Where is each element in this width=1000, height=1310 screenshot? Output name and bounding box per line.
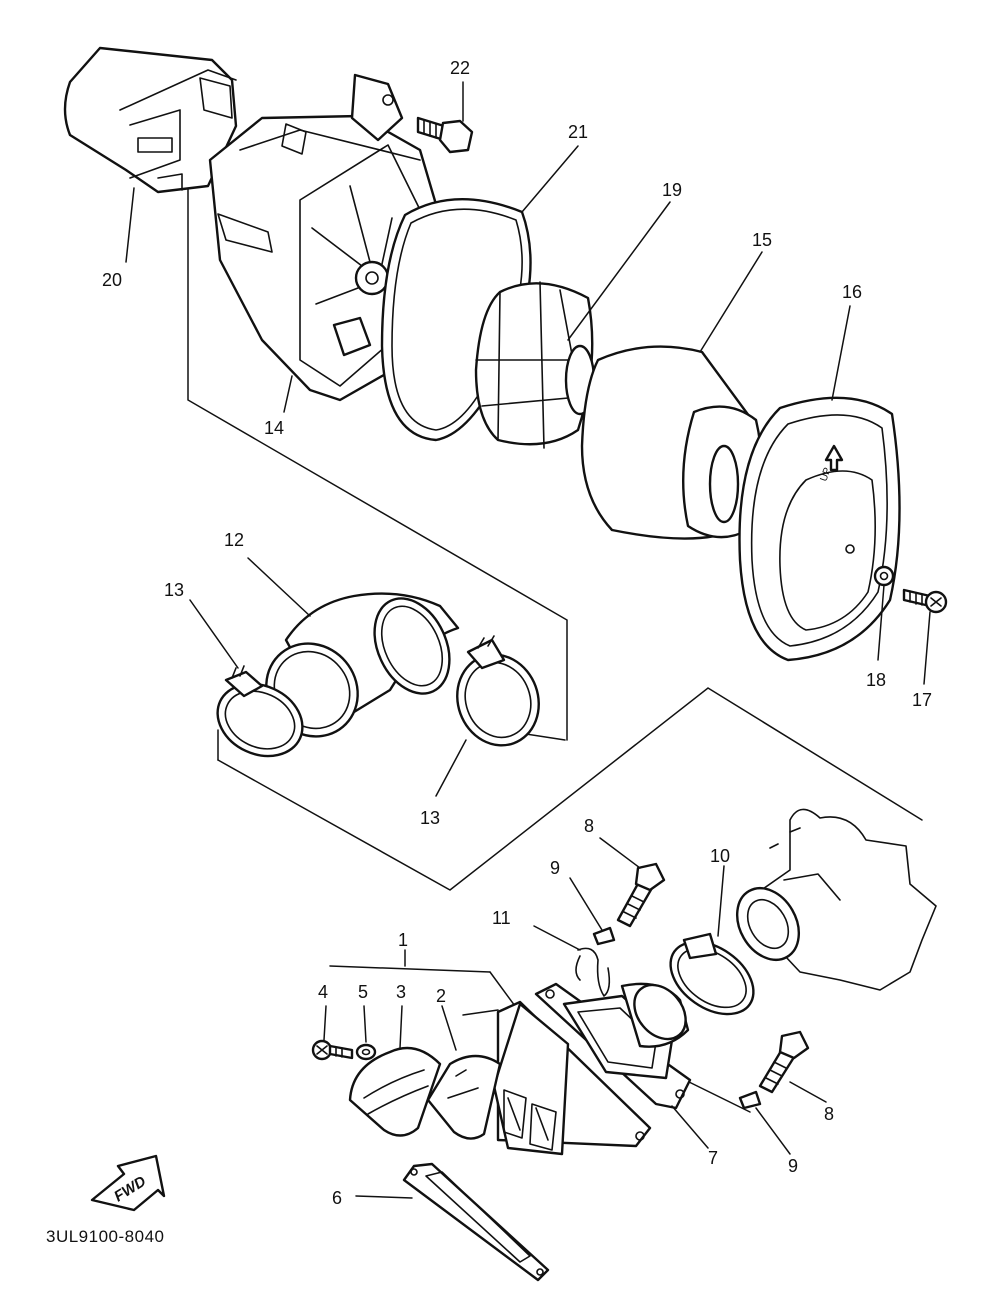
screw-part-4 [311,1005,354,1061]
callout-13-left: 13 [164,580,184,600]
bolt-part-22 [416,81,474,154]
hose-clamp-part-10 [669,865,755,1016]
callout-11: 11 [492,908,511,928]
callout-9-upper: 9 [550,858,560,878]
reed-plate-part-2 [426,1005,502,1140]
gasket-part-6 [355,1162,550,1282]
callout-13-right: 13 [420,808,440,828]
forward-direction-arrow: FWD [90,1154,166,1212]
callout-5: 5 [358,982,368,1002]
callout-12: 12 [224,530,244,550]
callout-15: 15 [752,230,772,250]
callout-10: 10 [710,846,730,866]
callout-22: 22 [450,58,470,78]
hose-clamp-part-13-left [216,665,304,758]
screw-part-17 [902,588,948,685]
air-filter-element-part-15 [580,345,763,540]
leader-lines-upper [125,145,851,797]
callout-17: 17 [912,690,932,710]
reed-stopper-part-3 [348,1005,442,1137]
washer-part-5 [355,1005,377,1061]
wire-clip-part-11 [533,925,611,997]
washer-part-9-upper [569,877,616,946]
callout-2: 2 [436,986,446,1006]
callout-18: 18 [866,670,886,690]
callout-16: 16 [842,282,862,302]
hose-clamp-part-13-right [456,635,540,747]
callout-8-upper: 8 [584,816,594,836]
callout-9-lower: 9 [788,1156,798,1176]
callout-6: 6 [332,1188,342,1208]
callout-19: 19 [662,180,682,200]
bolt-part-8-lower [758,1030,827,1103]
callout-4: 4 [318,982,328,1002]
callout-20: 20 [102,270,122,290]
callout-21: 21 [568,122,588,142]
filter-cage-part-19 [474,281,596,449]
callout-1: 1 [398,930,408,950]
intake-manifold-part-7 [534,982,709,1149]
diagram-code: 3UL9100-8040 [46,1227,164,1246]
engine-cylinder-reference [735,808,937,991]
cover-up-label: UP [818,466,833,483]
intake-duct-part-20 [63,46,238,194]
callout-3: 3 [396,982,406,1002]
callout-14: 14 [264,418,284,438]
washer-part-9-lower [738,1090,791,1155]
callout-8-lower: 8 [824,1104,834,1124]
air-box-cover-part-16: UP [738,396,901,662]
callout-labels: 22 21 19 15 16 20 14 12 13 18 17 13 8 10… [102,58,932,1208]
callout-7: 7 [708,1148,718,1168]
washer-part-18 [873,565,895,661]
bolt-part-8-upper [599,837,666,928]
